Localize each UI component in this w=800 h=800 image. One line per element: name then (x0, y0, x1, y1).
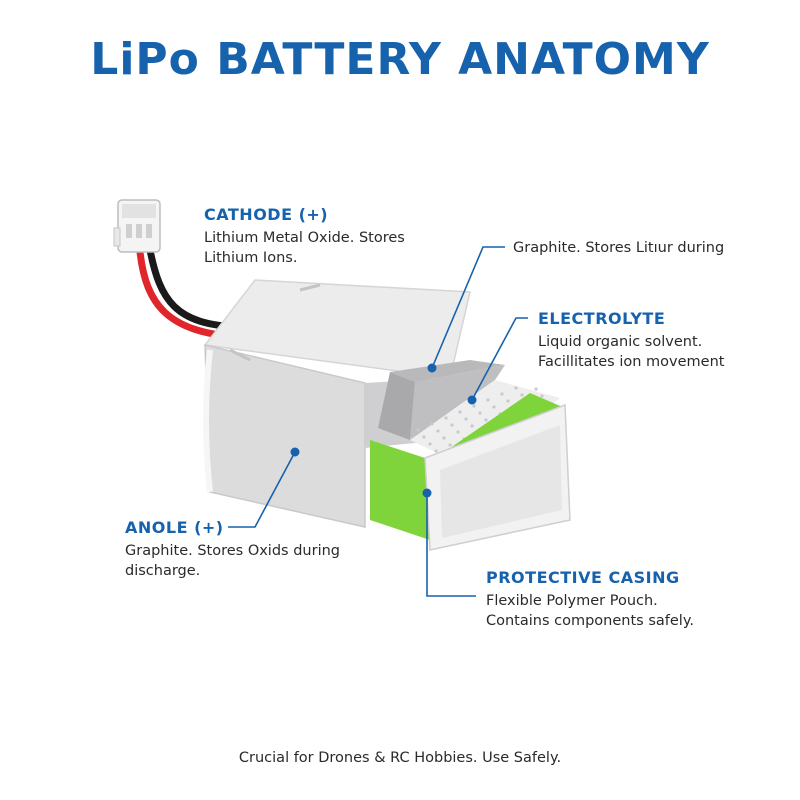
leader-lines (228, 246, 528, 597)
graphite-text: Graphite. Stores Litıur during (513, 240, 725, 256)
electrolyte-dot (520, 393, 524, 397)
electrolyte-line2: Facillitates ion movement (538, 354, 725, 370)
electrolyte-dot (458, 410, 462, 414)
cathode-heading: CATHODE (+) (204, 205, 329, 224)
label-casing: PROTECTIVE CASING Flexible Polymer Pouch… (486, 568, 694, 631)
label-cathode: CATHODE (+) Lithium Metal Oxide. Stores … (204, 205, 405, 268)
balance-connector (113, 199, 161, 253)
electrolyte-dot (444, 416, 448, 420)
electrolyte-dot (450, 423, 454, 427)
electrolyte-dot (534, 387, 538, 391)
electrolyte-dot (540, 394, 544, 398)
casing-heading: PROTECTIVE CASING (486, 568, 680, 587)
casing-line1: Flexible Polymer Pouch. (486, 593, 658, 609)
anode-heading: ANOLE (+) (125, 518, 224, 537)
electrolyte-dot (448, 443, 452, 447)
electrolyte-dot (434, 449, 438, 453)
electrolyte-dot (430, 422, 434, 426)
label-electrolyte: ELECTROLYTE Liquid organic solvent. Faci… (538, 309, 724, 372)
electrolyte-dot (484, 418, 488, 422)
electrolyte-line1: Liquid organic solvent. (538, 334, 703, 350)
electrolyte-dot (486, 398, 490, 402)
electrolyte-dot (514, 386, 518, 390)
electrolyte-dot (456, 430, 460, 434)
electrolyte-dot (416, 428, 420, 432)
electrolyte-dot (472, 404, 476, 408)
electrolyte-dot (422, 435, 426, 439)
electrolyte-dot (500, 392, 504, 396)
electrolyte-dot (506, 399, 510, 403)
label-anode: ANOLE (+) Graphite. Stores Oxids during … (125, 518, 340, 581)
anode-line1: Graphite. Stores Oxids during (125, 543, 340, 559)
electrolyte-heading: ELECTROLYTE (538, 309, 666, 328)
cathode-line1: Lithium Metal Oxide. Stores (204, 230, 405, 246)
electrolyte-dot (464, 417, 468, 421)
electrolyte-dot (436, 429, 440, 433)
electrolyte-dot (492, 405, 496, 409)
electrolyte-dot (470, 424, 474, 428)
label-graphite: Graphite. Stores Litıur during (513, 238, 724, 258)
electrolyte-dot (478, 411, 482, 415)
page-title: LiPo BATTERY ANATOMY (90, 34, 710, 85)
footer-note: Crucial for Drones & RC Hobbies. Use Saf… (238, 750, 562, 766)
casing-line2: Contains components safely. (486, 613, 694, 629)
electrolyte-dot (428, 442, 432, 446)
leader-dots (290, 363, 477, 498)
electrolyte-dot (442, 436, 446, 440)
casing-frame (424, 403, 571, 551)
anode-line2: discharge. (125, 563, 201, 579)
cathode-line2: Lithium Ions. (204, 250, 298, 266)
